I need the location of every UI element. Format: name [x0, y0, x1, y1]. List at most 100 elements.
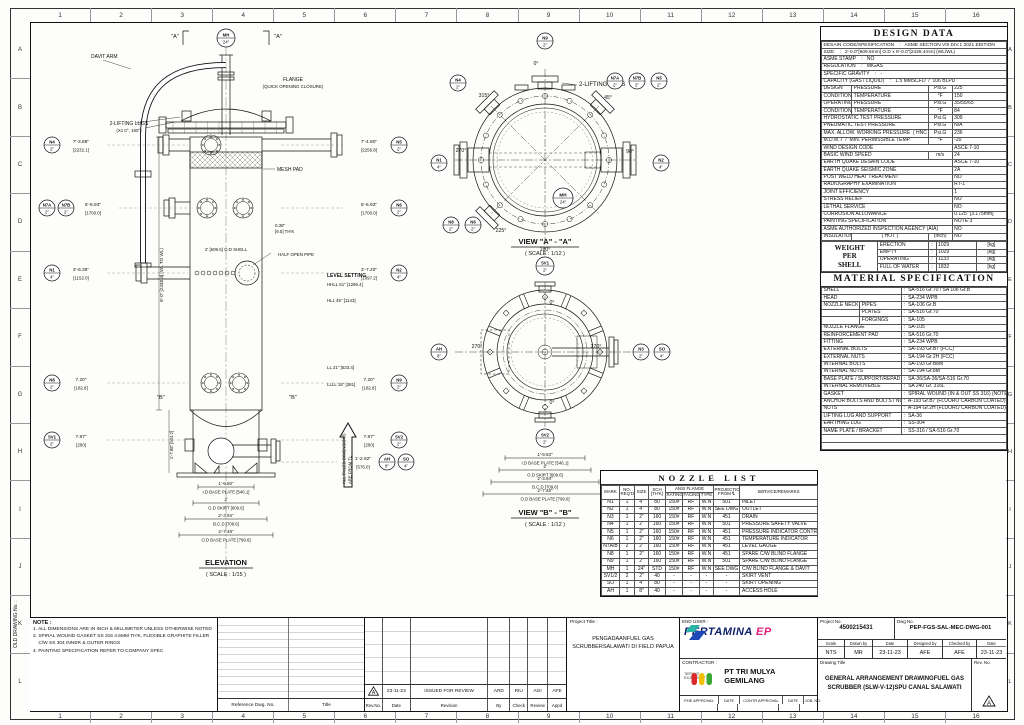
table-cell: 0.125" [3.175mm]: [951, 210, 1008, 219]
table-cell: : SS-304: [901, 419, 1007, 429]
nozzle-size: 4": [404, 463, 408, 468]
repeat-item: L: [18, 678, 22, 685]
table-cell: N7A/B: [601, 542, 620, 552]
repeat-item: PENGADAAN: [592, 636, 627, 642]
table-cell: Psi.G: [927, 99, 953, 109]
dimension-mm: [2256.8]: [361, 148, 377, 153]
drawing-label: "B": [289, 395, 297, 401]
table-cell: 4": [634, 505, 649, 515]
angle-label: 0°: [550, 400, 555, 406]
table-cell: SO: [601, 579, 620, 589]
reference-dwg-no-header: Reference Dwg. No.: [218, 699, 289, 711]
table-cell: OPERATING: [877, 255, 929, 265]
table-cell: 35/55/65: [951, 99, 1008, 109]
nozzle-size: 24": [560, 199, 567, 204]
repeat-item: I: [1006, 481, 1014, 539]
repeat-item: E: [1006, 252, 1014, 310]
table-cell: : SA-193 Gr.B8M: [901, 360, 1007, 369]
table-cell: W.N: [698, 528, 715, 537]
table-cell: EARTH QUAKE SEISMIC ZONE: [821, 166, 953, 175]
repeat-item: K: [1006, 596, 1014, 654]
nozzle-flag: N82": [442, 216, 460, 234]
table-cell: 150: [951, 92, 1008, 101]
table-cell: 160: [648, 520, 666, 530]
table-cell: : SA-194 Gr.2H (FCC): [901, 353, 1007, 362]
nozzle-mark: N7B: [62, 203, 71, 208]
dimension-value: 7.20": [75, 377, 86, 383]
table-cell: TYPE: [698, 491, 715, 500]
nozzle-size: 2": [639, 353, 643, 358]
revision-entry-row: A 23-11-23 ISSUED FOR REVIEW ARD RIU AGI…: [365, 683, 566, 699]
notes-lines: 1. ALL DIMENSIONS ARE IN INCH & MILLIMET…: [33, 626, 214, 655]
table-cell: OUTLET: [739, 505, 819, 515]
table-cell: NOTE 3: [951, 217, 1008, 227]
table-cell: : A-193 Gr.B7 (FLUORO CARBON COATED): [901, 397, 1007, 406]
rev-no-triangle: A: [982, 695, 996, 707]
table-cell: CONDITION: [820, 92, 853, 101]
nozzle-size: 2": [50, 146, 54, 151]
repeat-item: 4: [213, 8, 275, 22]
repeat-item: 15: [885, 8, 946, 22]
table-cell: ANCHOR BOLTS AND BOLTS / NUTS: [820, 397, 903, 406]
nozzle-mark: MH: [559, 193, 567, 198]
nozzle-flag: SO4": [653, 343, 671, 361]
drawing-label: "A": [274, 34, 282, 40]
nozzle-size: 4": [660, 353, 664, 358]
table-cell: NAME PLATE / BRACKET: [820, 427, 903, 436]
table-cell: -: [698, 579, 715, 589]
view-b-annotations: 0°270°270°0°SV12"AH8"N32"SO4"SV22"1'-9.5…: [430, 256, 671, 501]
table-cell: : SA-234 WPB: [901, 338, 1007, 347]
nozzle-size: 24": [223, 39, 230, 44]
project-number-box: Project No. 4500215431 Dwg No. PEP-FGS-S…: [818, 618, 1006, 711]
project-title-lines: PENGADAANFUEL GAS SCRUBBERSALAWATI DI FI…: [570, 635, 676, 651]
table-cell: DRAIN: [739, 513, 819, 522]
repeat-item: 6: [335, 8, 397, 22]
table-cell: -: [713, 572, 741, 581]
table-cell: [kg]: [975, 255, 1008, 265]
drawing-label: DAVIT ARM: [91, 54, 118, 60]
nozzle-flag: N42": [43, 136, 61, 154]
table-cell: ( HOT ): [851, 232, 929, 242]
table-cell: SERVICE/REMARKS: [739, 485, 819, 500]
table-cell: 150#: [665, 520, 683, 530]
table-cell: 501: [713, 498, 741, 507]
table-cell: N1: [601, 498, 620, 507]
nozzle-mark: SV1: [48, 435, 57, 440]
table-cell: N6: [601, 535, 620, 544]
nozzle-mark: SV1: [541, 261, 550, 266]
nozzle-size: 2": [456, 84, 460, 89]
table-cell: LEVEL GAUGE: [739, 542, 819, 552]
repeat-item: SALAWATI DI FIELD PAPUA: [602, 644, 674, 650]
angle-label: 180°: [540, 247, 551, 253]
table-cell: 1: [619, 550, 635, 559]
dimension-label: B.C.D [709.6]: [532, 484, 558, 489]
nozzle-mark: SO: [659, 347, 666, 352]
table-cell: -: [665, 572, 683, 581]
dimension-value: 3'-7.20": [361, 267, 378, 273]
table-cell: BASE PLATE / SUPPORT/REPAD: [820, 375, 903, 384]
table-cell: 8": [634, 587, 649, 596]
repeat-item: 14: [824, 710, 885, 723]
nozzle-size: 2": [543, 42, 547, 47]
angle-label: 315°: [479, 93, 490, 99]
table-cell: TEMPERATURE INDICATOR: [739, 535, 819, 544]
nozzle-flag: N14": [430, 154, 448, 172]
angle-label: 225°: [496, 228, 507, 234]
dimension-mm: [182.8]: [74, 386, 87, 391]
nozzle-flag: N52": [390, 136, 408, 154]
table-cell: 80: [648, 505, 666, 515]
repeat-item: 1. ALL DIMENSIONS ARE IN INCH & MILLIMET…: [33, 627, 212, 632]
dimension-value: 7.20": [363, 377, 374, 383]
table-cell: 1: [619, 520, 635, 530]
table-cell: SCH [TH'K]: [648, 485, 666, 500]
nozzle-mark: SV2: [395, 435, 404, 440]
table-cell: RF: [682, 513, 700, 522]
repeat-item: C/W SS 304 INNER & OUTER RINGS: [33, 641, 121, 647]
nozzle-size: 2": [657, 82, 661, 87]
table-cell: SHELL: [820, 286, 903, 296]
table-cell: EMPTY: [877, 248, 929, 257]
